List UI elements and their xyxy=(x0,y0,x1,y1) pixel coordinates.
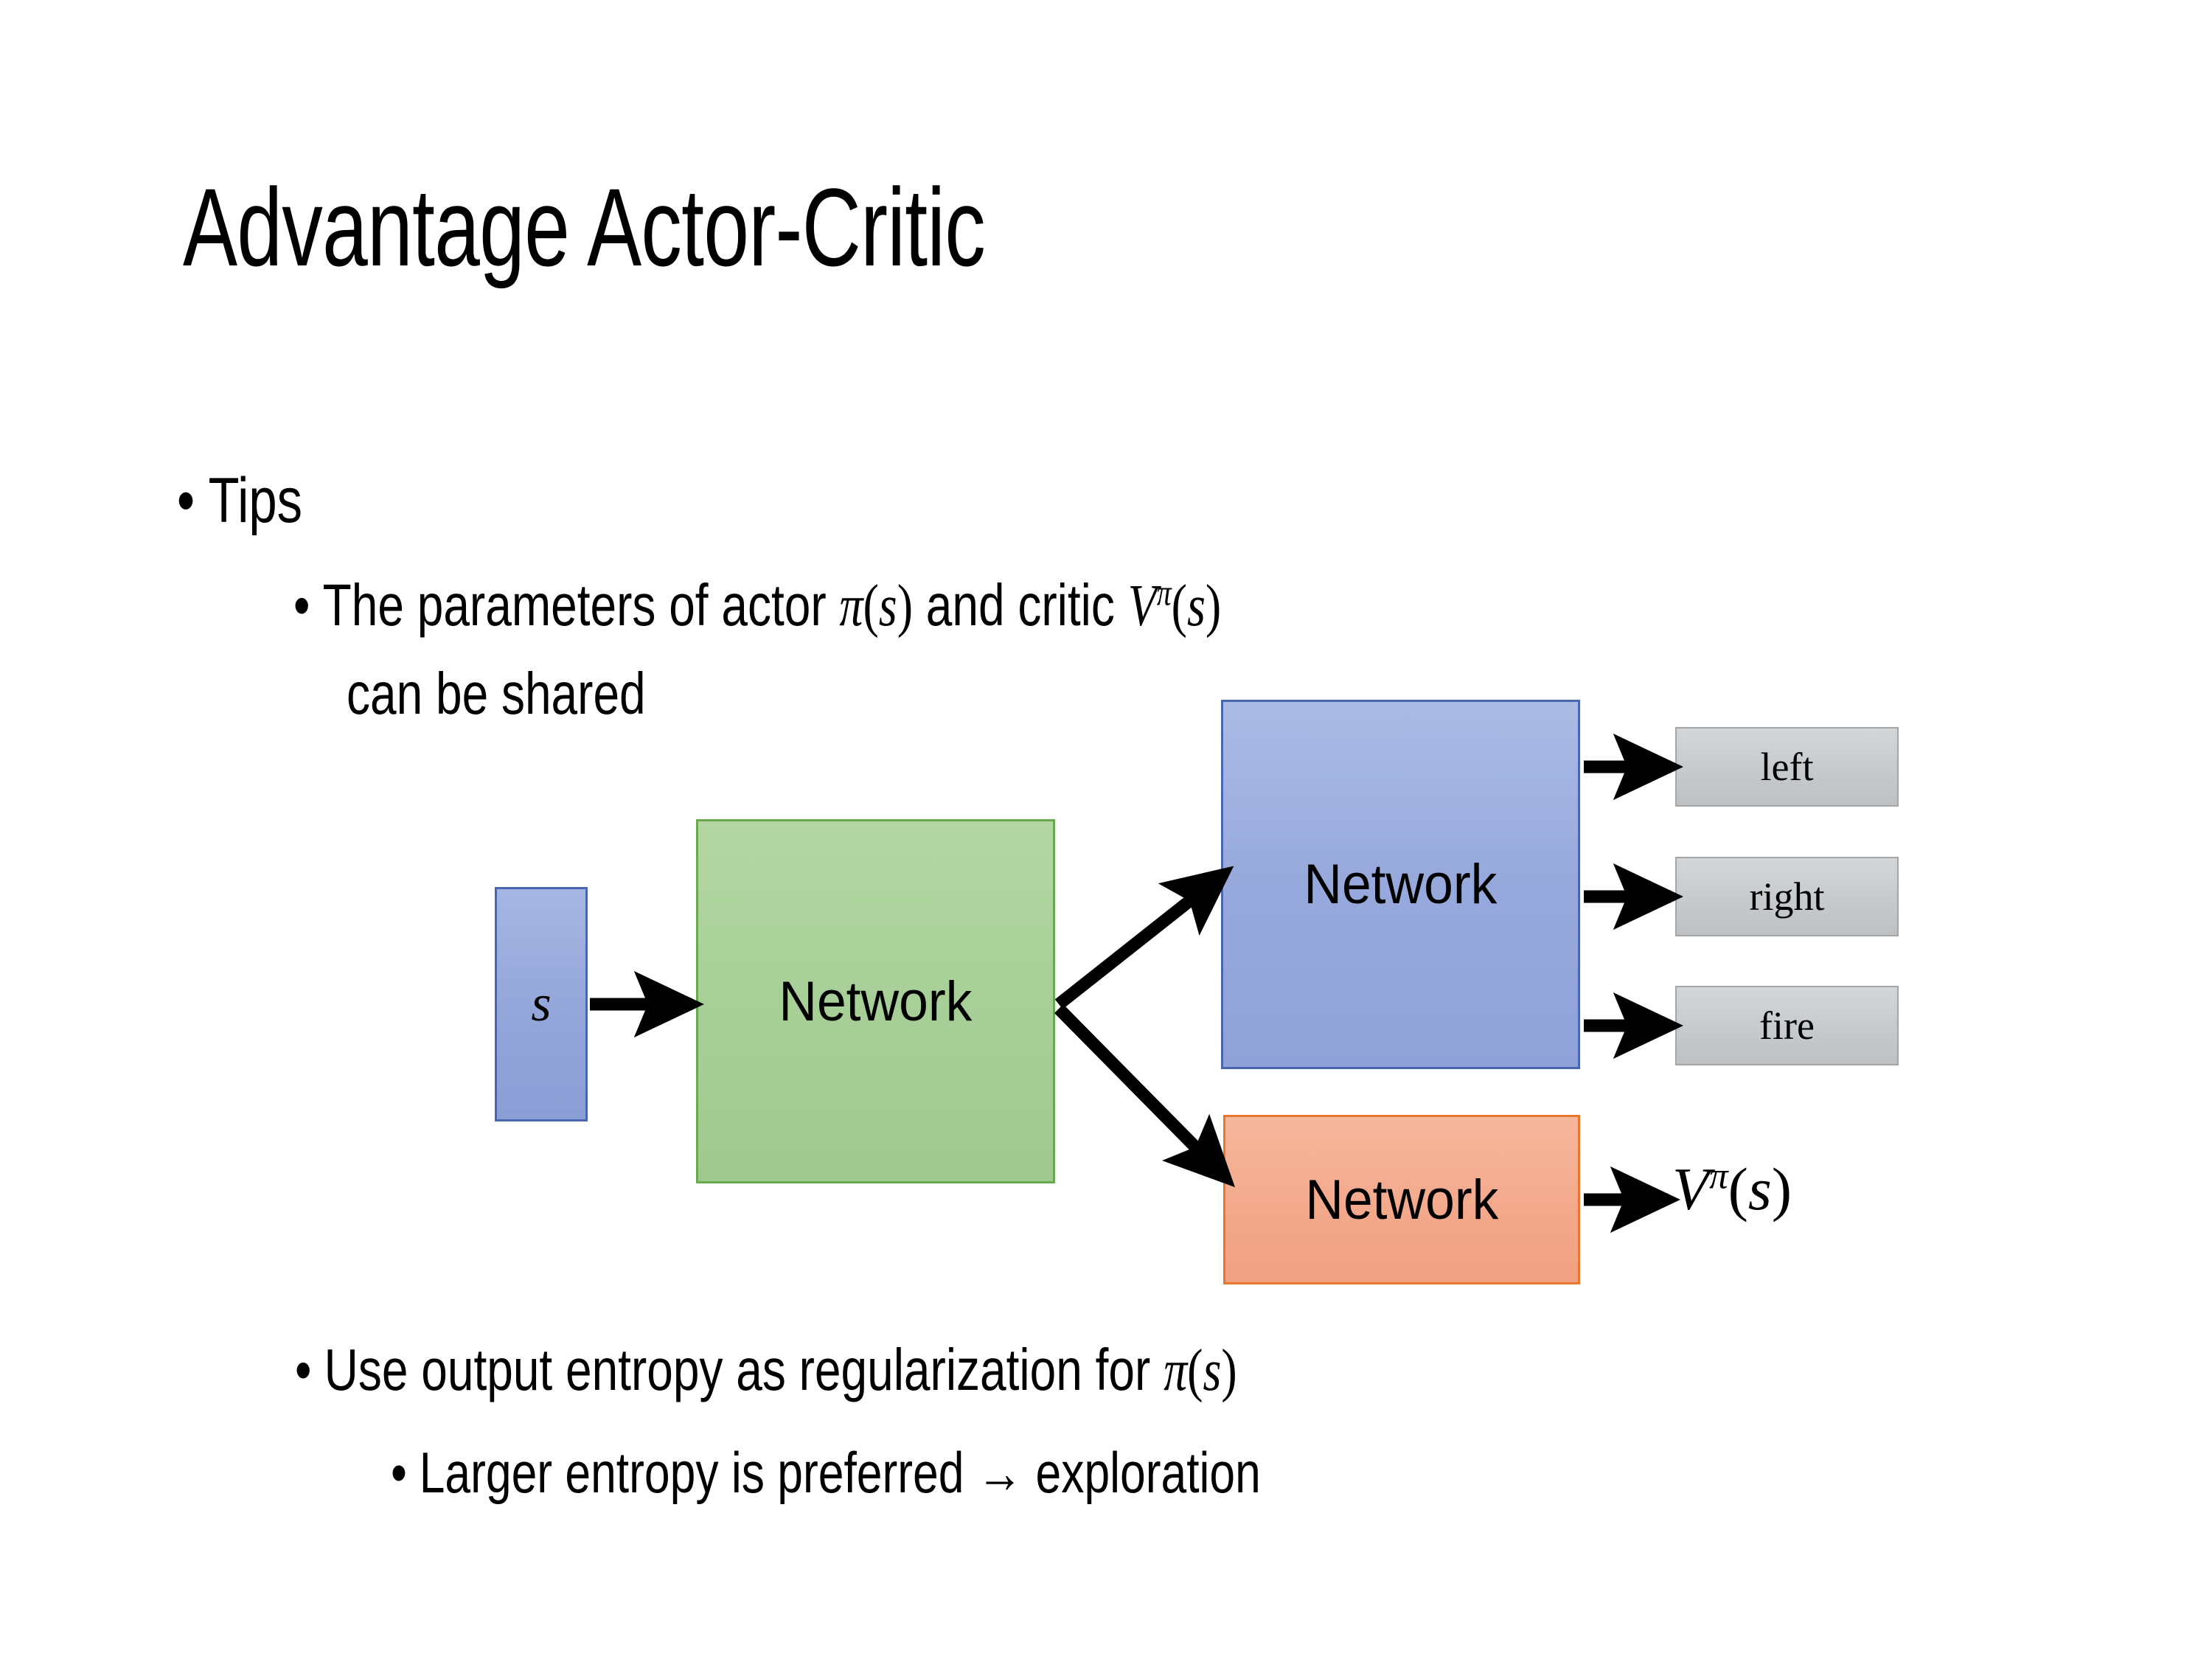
math-entropy-args: (s) xyxy=(1187,1338,1237,1403)
page-title: Advantage Actor-Critic xyxy=(183,165,986,289)
math-actor-args: (s) xyxy=(863,574,914,639)
math-entropy-pi: π xyxy=(1164,1338,1188,1403)
actor-network-box: Network xyxy=(1221,700,1580,1069)
larger-entropy-label: Larger entropy is preferred → exploratio… xyxy=(419,1440,1261,1505)
input-state-box: s xyxy=(495,887,588,1121)
critic-output-superscript: π xyxy=(1709,1155,1728,1197)
action-label-fire: fire xyxy=(1759,1004,1815,1048)
bullet-shared-params-line2: can be shared xyxy=(347,660,646,728)
critic-network-label: Network xyxy=(1304,1168,1498,1231)
math-actor-pi: π xyxy=(839,574,863,639)
arrow-shared-to-critic xyxy=(1054,1004,1235,1188)
arrow-shared-to-actor xyxy=(1054,866,1234,1009)
entropy-text-pre: Use output entropy as regularization for xyxy=(324,1337,1164,1402)
action-label-left: left xyxy=(1760,745,1814,789)
math-critic-v: V xyxy=(1127,574,1157,639)
bullet-dot-icon xyxy=(293,571,323,639)
shared-params-text-mid: and critic xyxy=(913,572,1128,638)
bullet-dot-icon xyxy=(295,1336,324,1404)
bullet-dot-icon xyxy=(391,1439,420,1506)
bullet-tips: Tips xyxy=(177,465,302,538)
bullet-larger-entropy: Larger entropy is preferred → exploratio… xyxy=(391,1439,1261,1506)
math-critic-superscript: π xyxy=(1156,572,1172,613)
critic-output-args: (s) xyxy=(1728,1155,1792,1222)
critic-network-box: Network xyxy=(1223,1115,1580,1284)
bullet-tips-label: Tips xyxy=(208,465,303,536)
shared-network-box: Network xyxy=(696,819,1055,1183)
bullet-shared-params-line1: The parameters of actor π(s) and critic … xyxy=(293,571,1222,640)
bullet-dot-icon xyxy=(177,465,209,538)
action-box-fire: fire xyxy=(1675,986,1899,1065)
shared-params-line2-label: can be shared xyxy=(347,661,646,726)
input-state-label: s xyxy=(531,975,552,1032)
shared-params-text-pre: The parameters of actor xyxy=(322,572,840,638)
critic-output-symbol: V xyxy=(1672,1155,1710,1222)
action-box-left: left xyxy=(1675,727,1899,807)
bullet-entropy-regularization: Use output entropy as regularization for… xyxy=(295,1336,1237,1405)
critic-output-label: Vπ(s) xyxy=(1672,1155,1792,1224)
action-label-right: right xyxy=(1749,874,1825,919)
action-box-right: right xyxy=(1675,857,1899,936)
shared-network-label: Network xyxy=(779,970,973,1033)
actor-network-label: Network xyxy=(1304,853,1498,916)
math-critic-args: (s) xyxy=(1171,574,1222,639)
